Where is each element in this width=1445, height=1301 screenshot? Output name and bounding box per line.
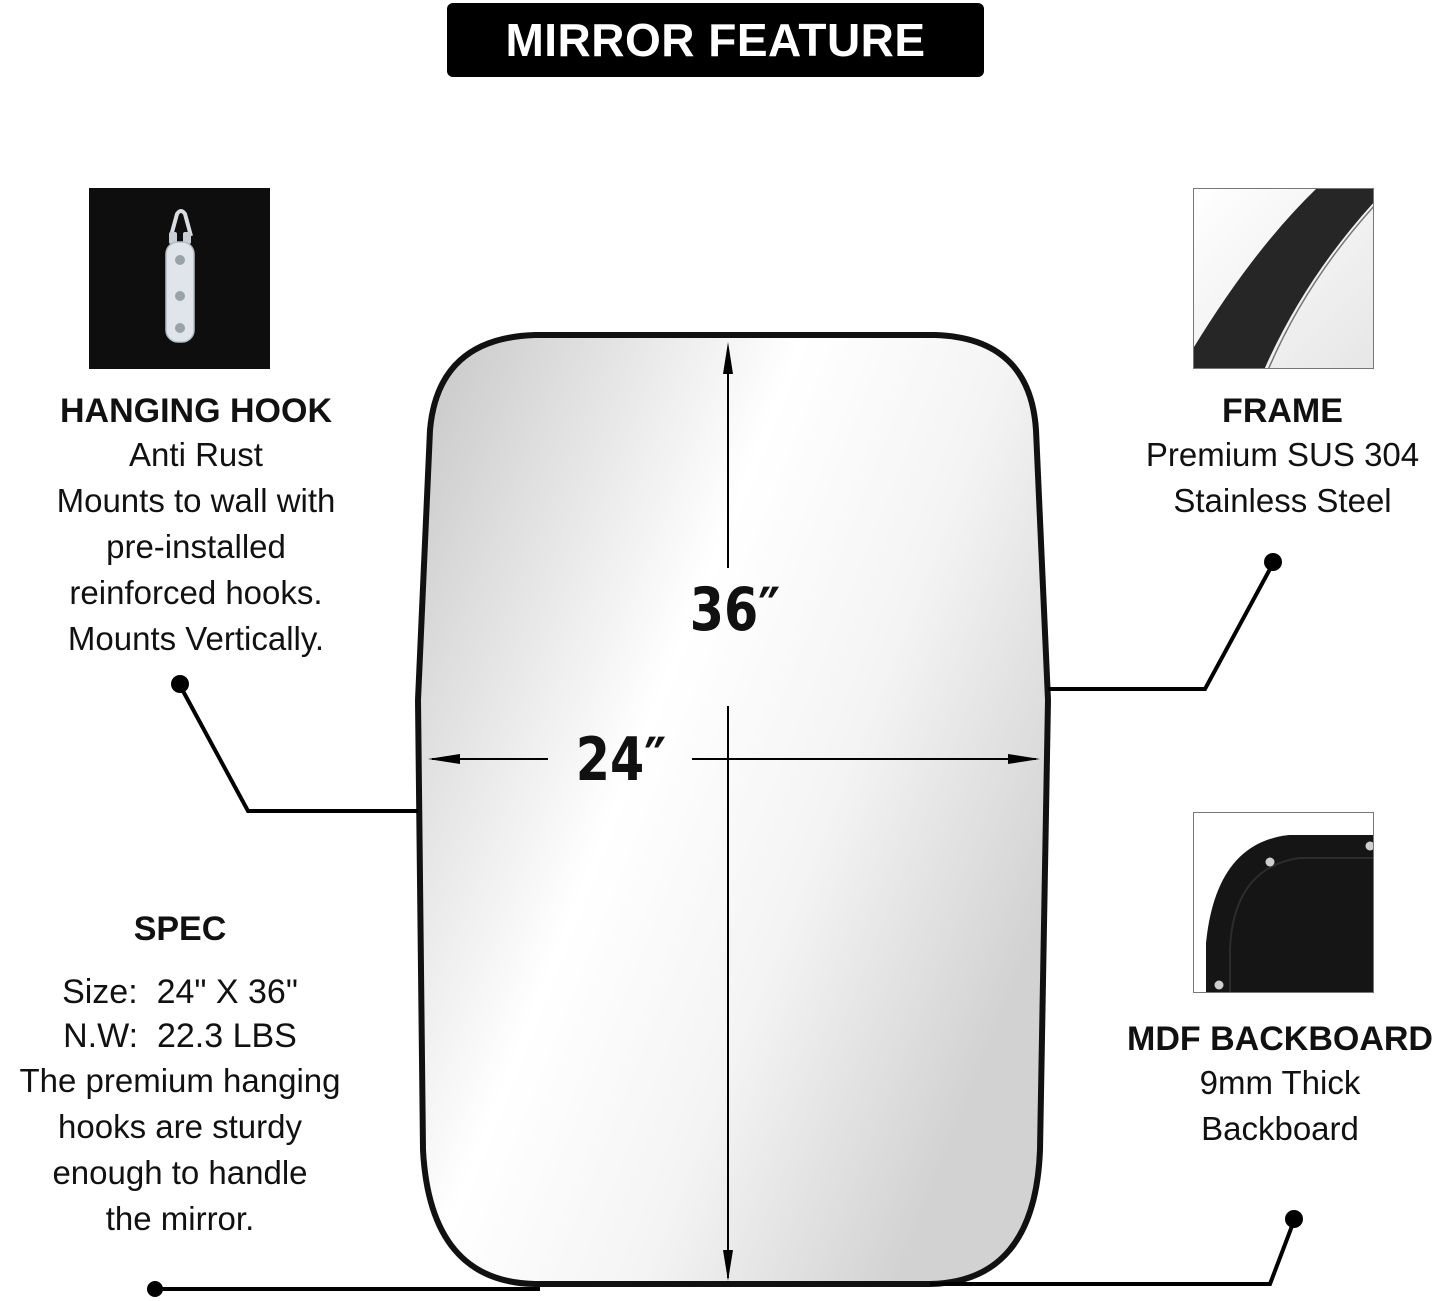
frame-callout: FRAME Premium SUS 304 Stainless Steel [1110, 390, 1445, 524]
backboard-title: MDF BACKBOARD [1127, 1020, 1433, 1058]
backboard-leader [930, 1210, 1303, 1286]
title-badge: MIRROR FEATURE [447, 3, 984, 77]
page-title: MIRROR FEATURE [505, 14, 926, 66]
hanging-hook-thumbnail [89, 188, 270, 369]
spec-line: the mirror. [105, 1200, 255, 1237]
spec-size-value: 24" X 36" [156, 973, 298, 1011]
frame-title: FRAME [1222, 392, 1343, 430]
backboard-corner-icon [1194, 813, 1373, 992]
frame-thumbnail [1193, 188, 1374, 369]
hanging-hook-title: HANGING HOOK [60, 392, 332, 430]
spec-title: SPEC [133, 910, 227, 948]
spec-weight-row: N.W: 22.3 LBS [0, 1014, 360, 1058]
hanging-hook-icon [89, 188, 270, 369]
spec-line: The premium hanging [19, 1062, 341, 1099]
hanging-hook-line: Mounts Vertically. [67, 620, 325, 657]
spec-callout: SPEC Size: 24" X 36" N.W: 22.3 LBS The p… [0, 908, 360, 1242]
backboard-line: Backboard [1201, 1110, 1359, 1147]
hanging-hook-line: Mounts to wall with [56, 482, 336, 519]
backboard-callout: MDF BACKBOARD 9mm Thick Backboard [1115, 1018, 1445, 1152]
spec-size-row: Size: 24" X 36" [0, 970, 360, 1014]
spec-line: enough to handle [52, 1154, 308, 1191]
backboard-line: 9mm Thick [1199, 1064, 1361, 1101]
mirror-frame [414, 332, 1052, 1287]
frame-leader [1048, 553, 1282, 691]
width-dimension-label: 24″ [575, 725, 667, 795]
spec-weight-label: N.W: [63, 1017, 139, 1055]
frame-line: Premium SUS 304 [1145, 436, 1420, 473]
spec-weight-value: 22.3 LBS [156, 1017, 297, 1055]
hanging-hook-leader [171, 675, 418, 813]
hanging-hook-line: pre-installed [106, 528, 286, 565]
spec-leader [147, 1281, 540, 1297]
frame-edge-icon [1194, 189, 1373, 368]
hanging-hook-line: reinforced hooks. [69, 574, 323, 611]
hanging-hook-line: Anti Rust [129, 436, 263, 473]
spec-size-label: Size: [62, 973, 138, 1011]
hanging-hook-callout: HANGING HOOK Anti Rust Mounts to wall wi… [0, 390, 392, 662]
spec-line: hooks are sturdy [58, 1108, 302, 1145]
height-dimension-label: 36″ [689, 575, 781, 645]
frame-line: Stainless Steel [1173, 482, 1392, 519]
backboard-thumbnail [1193, 812, 1374, 993]
